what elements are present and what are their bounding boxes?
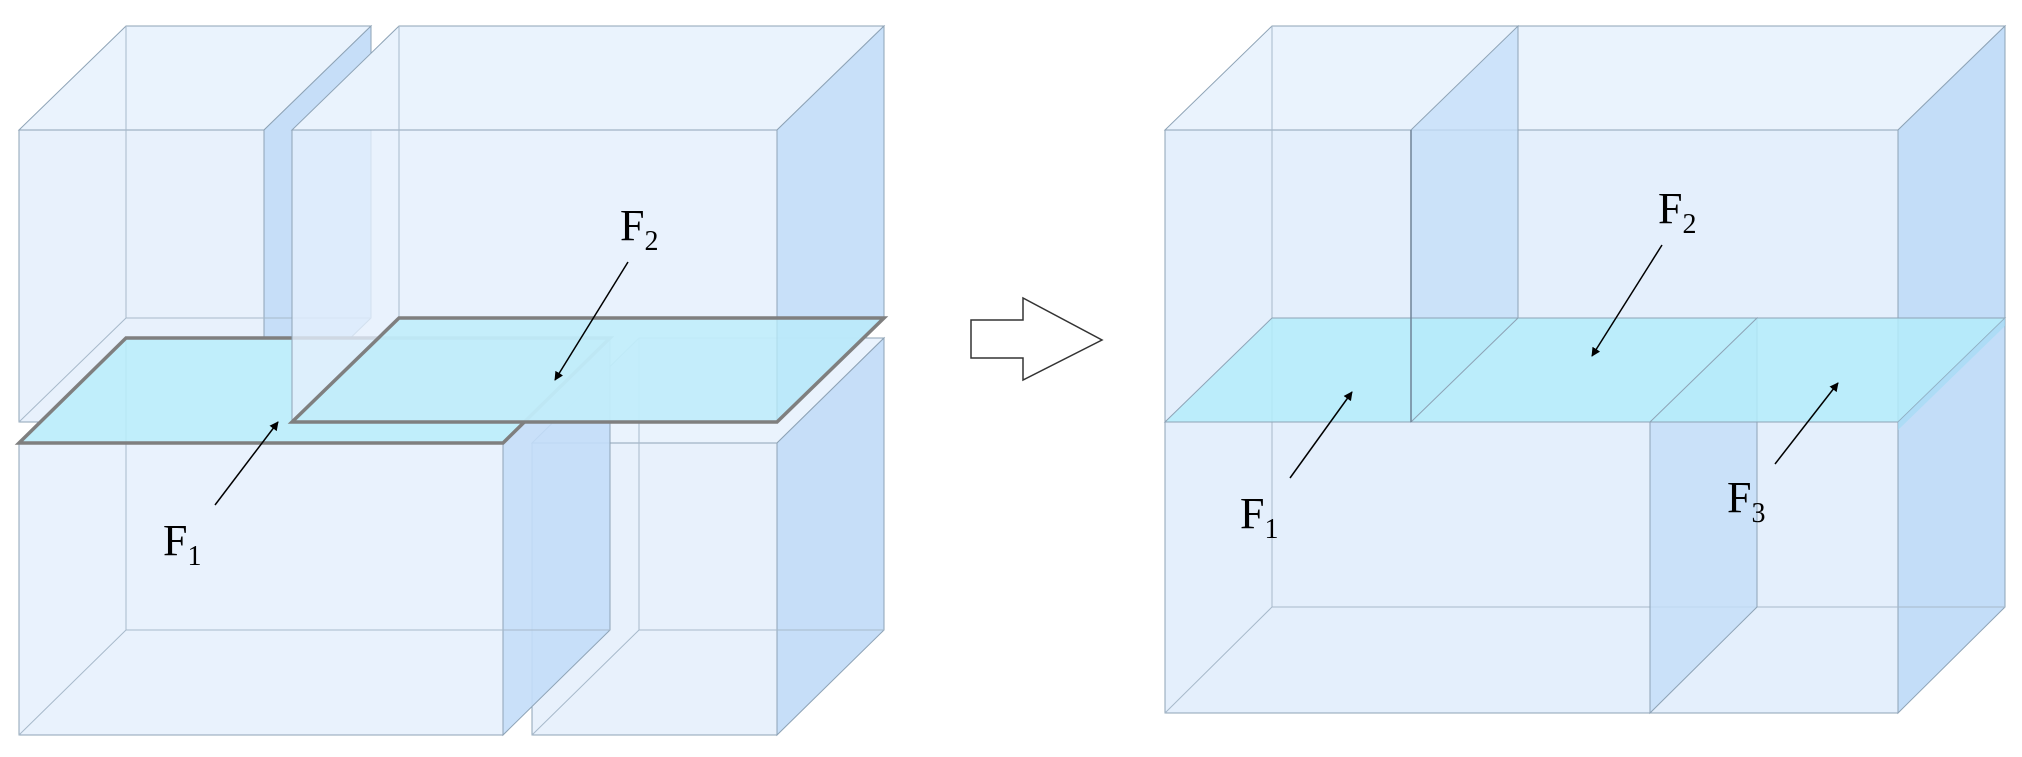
interface-side-edge (1898, 318, 2005, 430)
label-f1-left: F1 (163, 516, 201, 572)
left-panel: F1 F2 (14, 24, 889, 737)
label-f3-right: F3 (1727, 473, 1765, 529)
f3-leader-arrow-right (1774, 382, 1839, 465)
label-f1-right: F1 (1240, 489, 1278, 545)
label-f2-right: F2 (1658, 184, 1696, 240)
f1-leader-arrow-right (1289, 391, 1353, 479)
f2-leader-arrow (554, 261, 629, 381)
right-panel: F1 F2 F3 (1163, 24, 2007, 715)
box-top-right (287, 24, 889, 424)
right-arrow-icon (970, 296, 1104, 382)
face-f2 (287, 316, 889, 424)
f2-leader-arrow-right (1591, 244, 1663, 357)
merged-interface (1163, 317, 2007, 423)
f1-leader-arrow (214, 421, 279, 506)
label-f2-left: F2 (620, 201, 658, 257)
